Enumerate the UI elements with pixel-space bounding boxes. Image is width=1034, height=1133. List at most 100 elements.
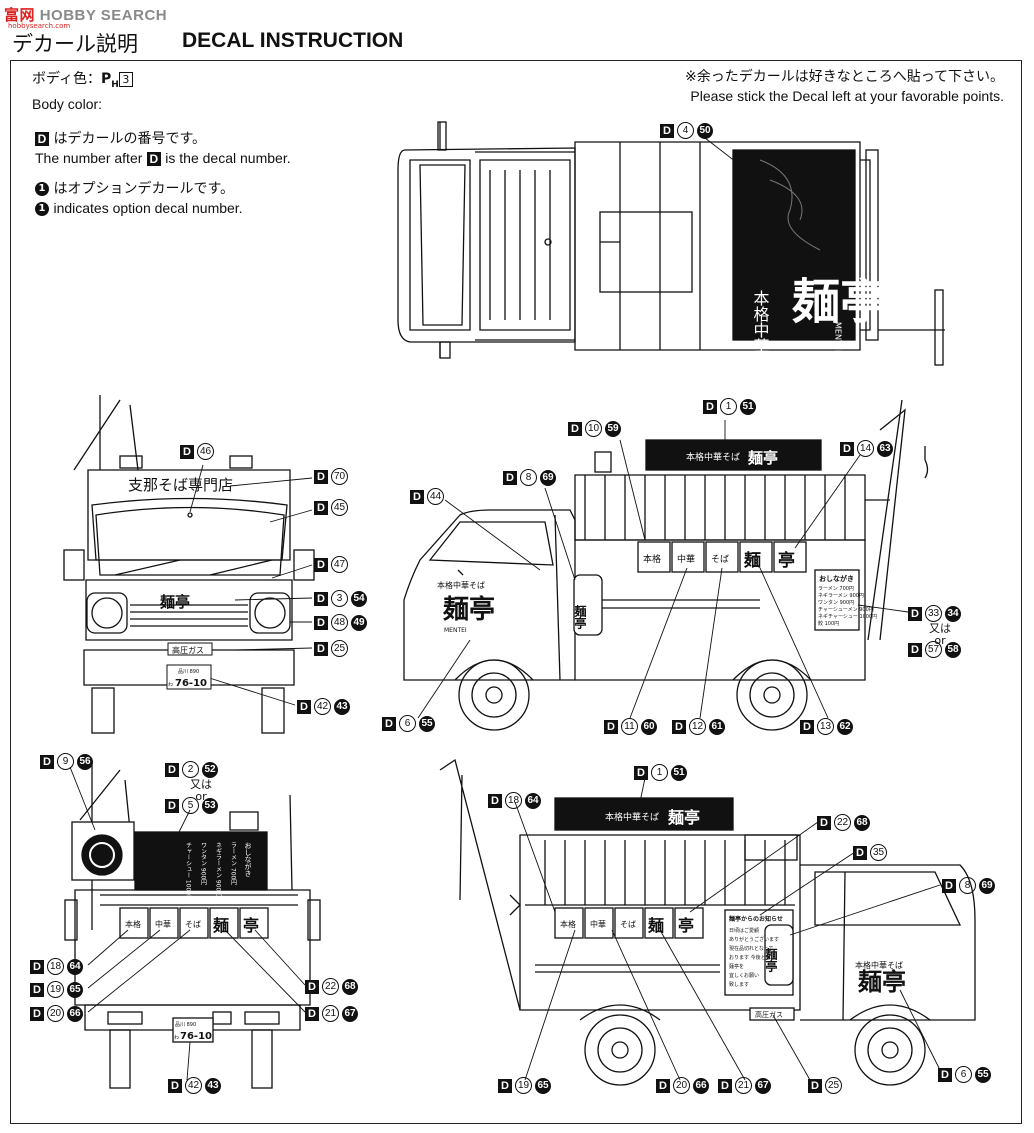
side-menu-item-1: ラーメン 700円 [818,586,854,592]
option-number: 34 [945,605,961,622]
side-menu-item-2: ネギラーメン 900円 [818,593,864,599]
callout-left-21: D 21 67 [718,1077,771,1094]
left-gas-label [749,1007,795,1021]
side-menu-item-6: 餃 100円 [818,620,839,627]
left-roof-sign [554,797,734,831]
decal-symbol: D [800,719,814,734]
callout-left-35: D 35 [853,844,887,861]
decal-symbol: D [146,152,161,166]
or-jp: 又は [190,778,212,791]
decal-symbol: D [656,1078,670,1093]
left-side-view [439,758,976,1086]
leftover-jp: ※余ったデカールは好きなところへ貼って下さい。 [684,69,1004,85]
decal-symbol: D [634,765,648,780]
instruction-frame [10,60,1022,1124]
body-color-jp: ボディ色： [32,71,102,87]
decal-symbol: D [165,798,179,813]
left-notice-line-3: 現在品切れとなって [729,945,774,952]
front-plate-number: 76-10 [175,678,207,689]
callout-rear-20: D 20 66 [30,1005,83,1022]
option-number: 64 [525,792,541,809]
rear-menu-item-2: ネギラーメン 900円 [215,842,222,899]
top-sign-dragon-icon [769,179,803,221]
side-curtain [637,541,807,573]
decal-number: 48 [331,614,348,631]
callout-rear-18: D 18 64 [30,958,83,975]
callout-front-42: D 42 43 [297,698,350,715]
decal-number: 18 [505,792,522,809]
watermark-char-1: 富 [4,7,20,24]
decal-number: 19 [47,981,64,998]
callout-front-3: D 3 54 [314,590,367,607]
decal-symbol: D [314,591,328,606]
decal-number: 46 [197,443,214,460]
callout-side-57: D 57 58 [908,641,961,658]
decal-number: 44 [427,488,444,505]
front-plate-hira: わ [168,681,173,688]
decal-symbol: D [30,982,44,997]
decal-number: 47 [331,556,348,573]
decal-symbol: D [305,979,319,994]
option-number: 43 [334,698,350,715]
top-sign-dragon-icon [759,159,821,251]
callout-left-25: D 25 [808,1077,842,1094]
leftover-note: ※余ったデカールは好きなところへ貼って下さい。 Please stick the… [636,68,1004,107]
side-curtain-2: 中華 [677,553,695,565]
side-logo: 麺亭 [442,594,495,625]
decal-number: 3 [331,590,348,607]
decal-number: 20 [47,1005,64,1022]
option-number: 55 [975,1066,991,1083]
callout-side-44: D 44 [410,488,444,505]
front-plate [166,664,212,690]
decal-number: 2 [182,761,199,778]
option-number: 59 [605,420,621,437]
side-logo-label: MENTEI [444,627,467,634]
option-number: 51 [671,764,687,781]
left-logo-small: 本格中華そば [855,960,903,970]
option-number: 68 [854,814,870,831]
option-jp: はオプションデカールです。 [53,181,235,197]
callout-side-10: D 10 59 [568,420,621,437]
decal-number: 19 [515,1077,532,1094]
decal-number: 22 [322,978,339,995]
side-lantern-text: 麺亭 [573,604,587,630]
option-number: 65 [535,1077,551,1094]
rear-curtain-5: 亭 [243,916,259,935]
body-color-en: Body color: [32,95,103,112]
decal-number: 14 [857,440,874,457]
rear-plate [172,1017,214,1043]
left-curtain-4: 麺 [647,916,664,935]
option-number: 55 [419,715,435,732]
callout-front-70: D 70 [314,468,348,485]
decal-number: 18 [47,958,64,975]
decal-symbol: D [168,1078,182,1093]
decal-symbol: D [40,754,54,769]
side-curtain-1: 本格 [643,553,661,565]
decal-number: 45 [331,499,348,516]
or-en: or [195,790,207,803]
decal-number: 1 [651,764,668,781]
decal-symbol: D [672,719,686,734]
decal-symbol: D [180,444,194,459]
decal-symbol: D [30,959,44,974]
option-en: indicates option decal number. [53,200,243,216]
rear-emblem-icon [81,834,123,876]
callout-side-roof: D 1 51 [703,398,756,415]
rear-menu-item-4: チャーシュー 1000円 [185,842,192,902]
decal-symbol: D [498,1078,512,1093]
decal-symbol: D [718,1078,732,1093]
decal-symbol: D [382,716,396,731]
left-gas-text: 高圧ガス [755,1010,783,1019]
decal-number-en-a: The number after [35,150,143,166]
option-number: 51 [740,398,756,415]
decal-number-en-b: is the decal number. [165,150,291,166]
option-number: 49 [351,614,367,631]
option-number: 69 [540,469,556,486]
rear-curtain-1: 本格 [125,919,141,929]
option-number: 66 [67,1005,83,1022]
callout-left-6: D 6 55 [938,1066,991,1083]
option-number: 50 [697,122,713,139]
top-sign-text: 本格中華そば [751,290,770,386]
callout-rear-22: D 22 68 [305,978,358,995]
page-title-en: DECAL INSTRUCTION [182,29,404,52]
